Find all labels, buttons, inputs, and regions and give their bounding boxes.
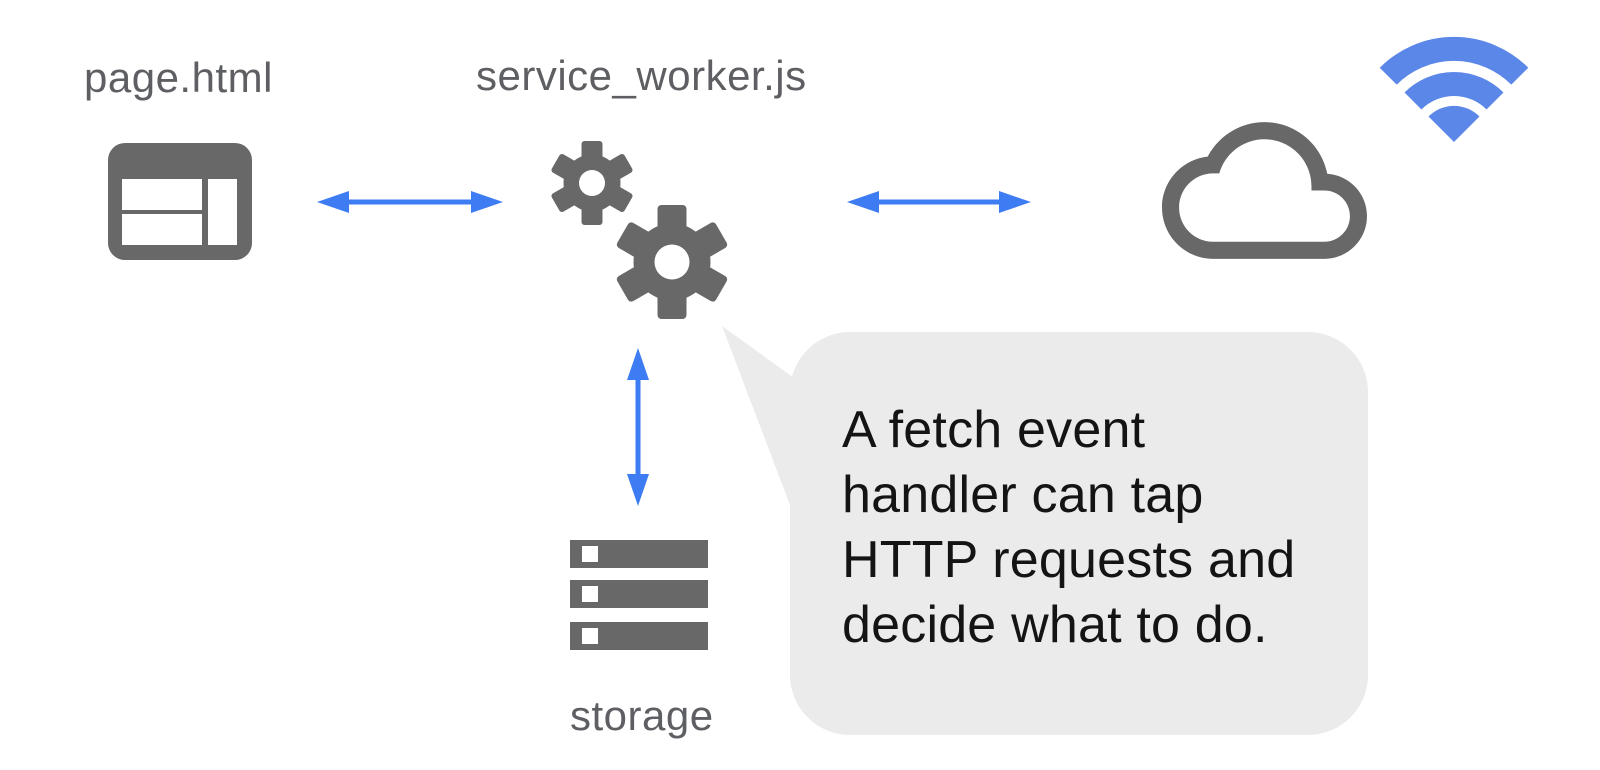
service-worker-label: service_worker.js (476, 52, 807, 99)
arrow-worker-storage (627, 348, 649, 506)
storage-label: storage (570, 692, 714, 739)
wifi-icon (1379, 37, 1529, 142)
callout-line: handler can tap (842, 466, 1204, 524)
arrow-worker-network (847, 191, 1031, 213)
callout-tail (722, 326, 808, 505)
cloud-icon (1162, 122, 1367, 259)
callout-text: A fetch event handler can tap HTTP reque… (842, 398, 1295, 658)
storage-stack-icon (570, 540, 708, 650)
callout-line: HTTP requests and (842, 531, 1296, 589)
callout-line: A fetch event (842, 401, 1146, 459)
browser-window-icon (108, 143, 252, 260)
arrow-page-worker (317, 191, 503, 213)
page-html-label: page.html (84, 54, 273, 101)
callout-line: decide what to do. (842, 596, 1268, 654)
callout-bubble: A fetch event handler can tap HTTP reque… (790, 332, 1368, 735)
gears-icon (551, 141, 728, 319)
